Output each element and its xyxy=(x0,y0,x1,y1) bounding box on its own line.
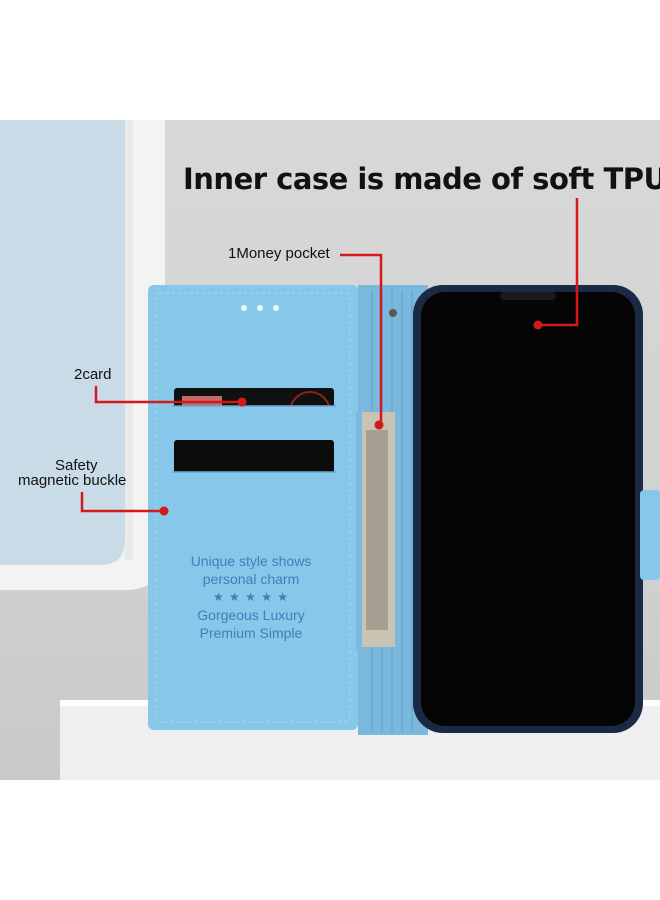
case-left-flap-stitch xyxy=(155,292,351,723)
buckle-callout-line xyxy=(80,492,164,513)
tpu-callout-dot xyxy=(533,320,543,330)
case-print-line2: personal charm xyxy=(202,571,300,587)
banknote-print xyxy=(366,430,388,630)
money-pocket-label: 1Money pocket xyxy=(228,245,330,262)
phone-screen xyxy=(421,292,635,726)
card-slot-2 xyxy=(170,472,338,492)
flap-dot-3 xyxy=(273,305,279,311)
money-pocket-edge xyxy=(356,412,362,650)
buckle-label-line2: magnetic buckle xyxy=(18,472,127,489)
case-print-line1: Unique style shows xyxy=(190,553,312,569)
card-callout-dot xyxy=(237,397,247,407)
buckle-label-line1: Safety xyxy=(55,457,98,474)
callout-dots xyxy=(159,320,543,516)
headline: Inner case is made of soft TPU xyxy=(183,162,660,196)
flap-dot-1 xyxy=(241,305,247,311)
window-edge xyxy=(125,120,133,560)
flap-dot-2 xyxy=(257,305,263,311)
strap-ring xyxy=(389,309,397,317)
window-glass xyxy=(0,120,125,565)
case-print-line4: Premium Simple xyxy=(199,625,303,641)
card-label: 2card xyxy=(74,366,112,383)
case-print-stars: ★ ★ ★ ★ ★ xyxy=(212,590,290,604)
money-callout-dot xyxy=(374,420,384,430)
card-callout-line xyxy=(94,386,242,404)
phone-notch xyxy=(500,292,556,300)
magnetic-tab xyxy=(640,490,660,580)
product-photo-svg xyxy=(0,120,660,780)
card-slot-1 xyxy=(170,406,338,434)
buckle-callout-dot xyxy=(159,506,169,516)
product-photo xyxy=(0,120,660,780)
case-left-flap xyxy=(148,285,358,730)
case-print-line3: Gorgeous Luxury xyxy=(197,607,305,623)
tpu-callout-line xyxy=(538,198,579,327)
